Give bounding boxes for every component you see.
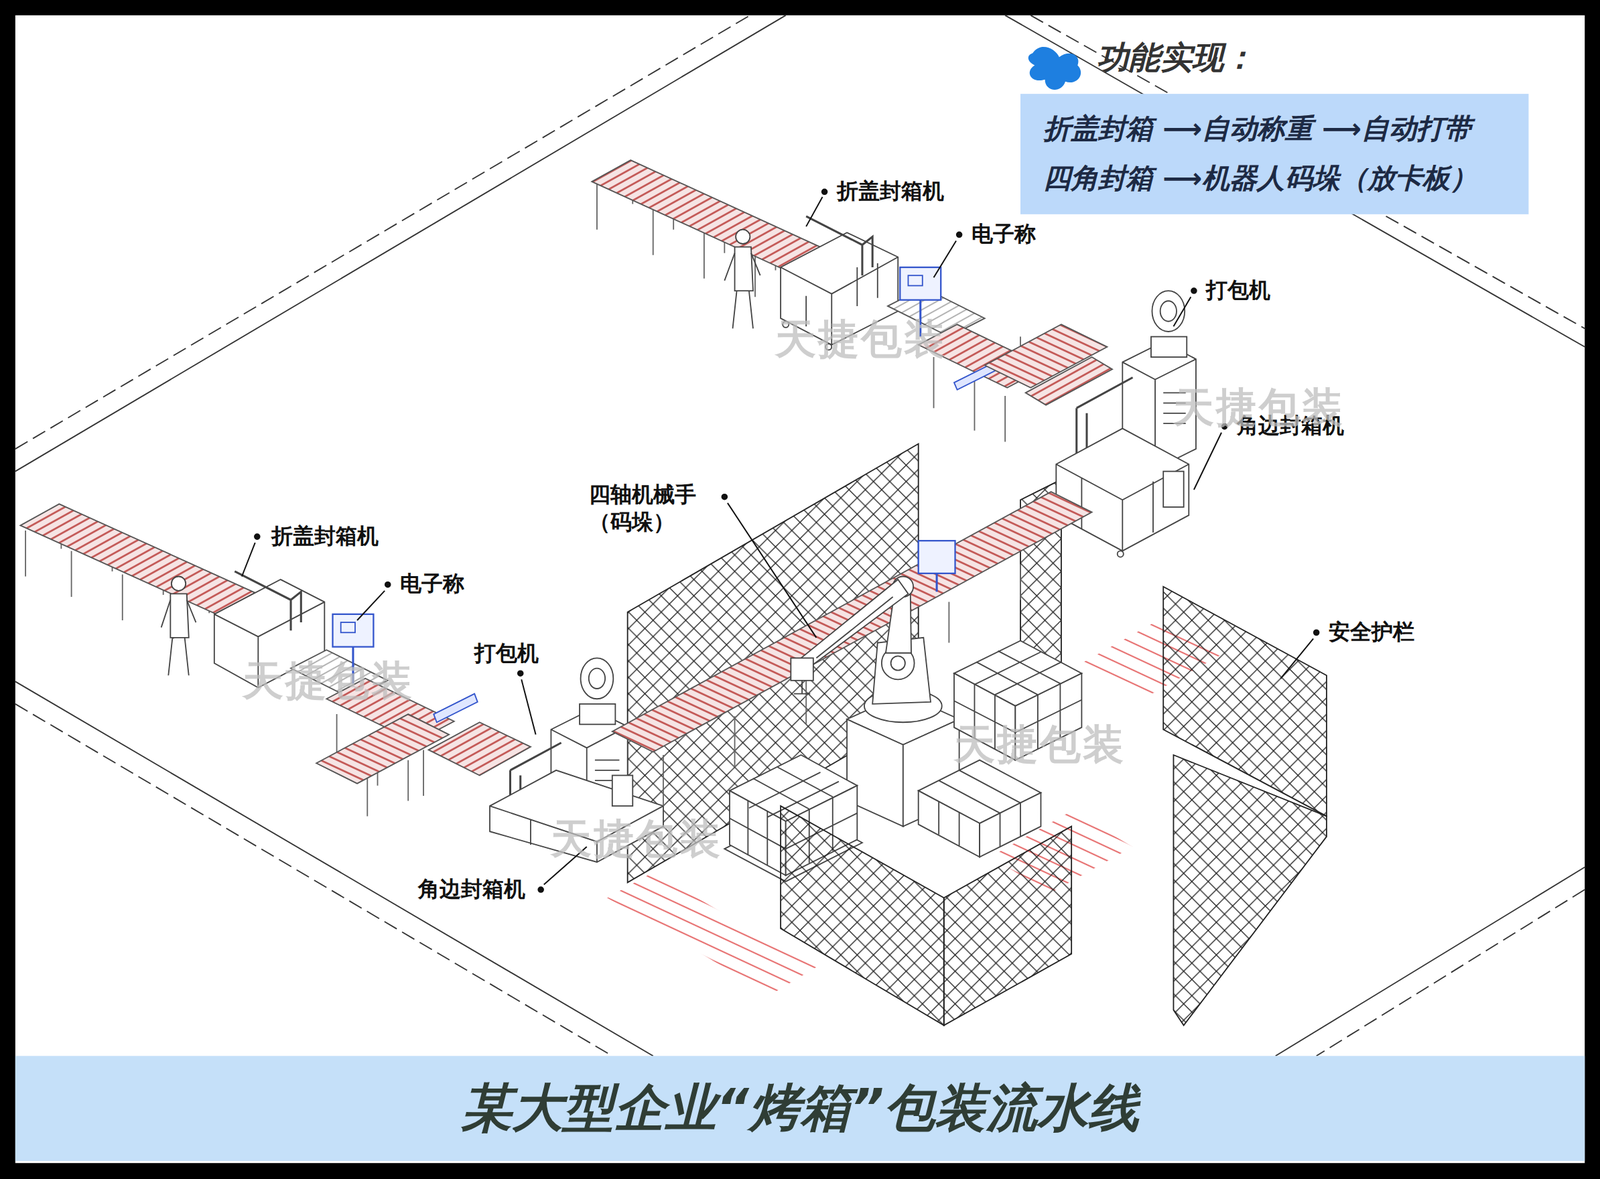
watermark: 天捷包装 (1173, 379, 1345, 437)
function-step-line: 折盖封箱 ⟶自动称重 ⟶自动打带 (1043, 103, 1507, 154)
function-step-line: 四角封箱 ⟶机器人码垛（放卡板） (1043, 153, 1507, 204)
title-text: 某大型企业“烤箱”包装流水线 (460, 1074, 1140, 1144)
callout-label: 角边封箱机 (416, 875, 528, 904)
function-box: 功能实现：折盖封箱 ⟶自动称重 ⟶自动打带四角封箱 ⟶机器人码垛（放卡板） (1020, 93, 1529, 215)
callout-label: 安全护栏 (1326, 618, 1417, 647)
title-banner: 某大型企业“烤箱”包装流水线 (15, 1055, 1585, 1162)
callout-label: 电子称 (397, 570, 467, 599)
callout-label: 四轴机械手 （码垛） (586, 481, 705, 538)
callout-label: 折盖封箱机 (269, 522, 381, 551)
watermark: 天捷包装 (550, 811, 723, 868)
callout-label: 电子称 (969, 221, 1038, 250)
callout-label: 打包机 (472, 639, 541, 669)
box-heading: 功能实现： (1096, 36, 1255, 80)
watermark: 天捷包装 (242, 653, 415, 710)
watermark: 天捷包装 (954, 716, 1126, 773)
callout-label: 打包机 (1204, 276, 1273, 305)
callout-label: 折盖封箱机 (834, 178, 947, 207)
watermark: 天捷包装 (775, 311, 947, 368)
